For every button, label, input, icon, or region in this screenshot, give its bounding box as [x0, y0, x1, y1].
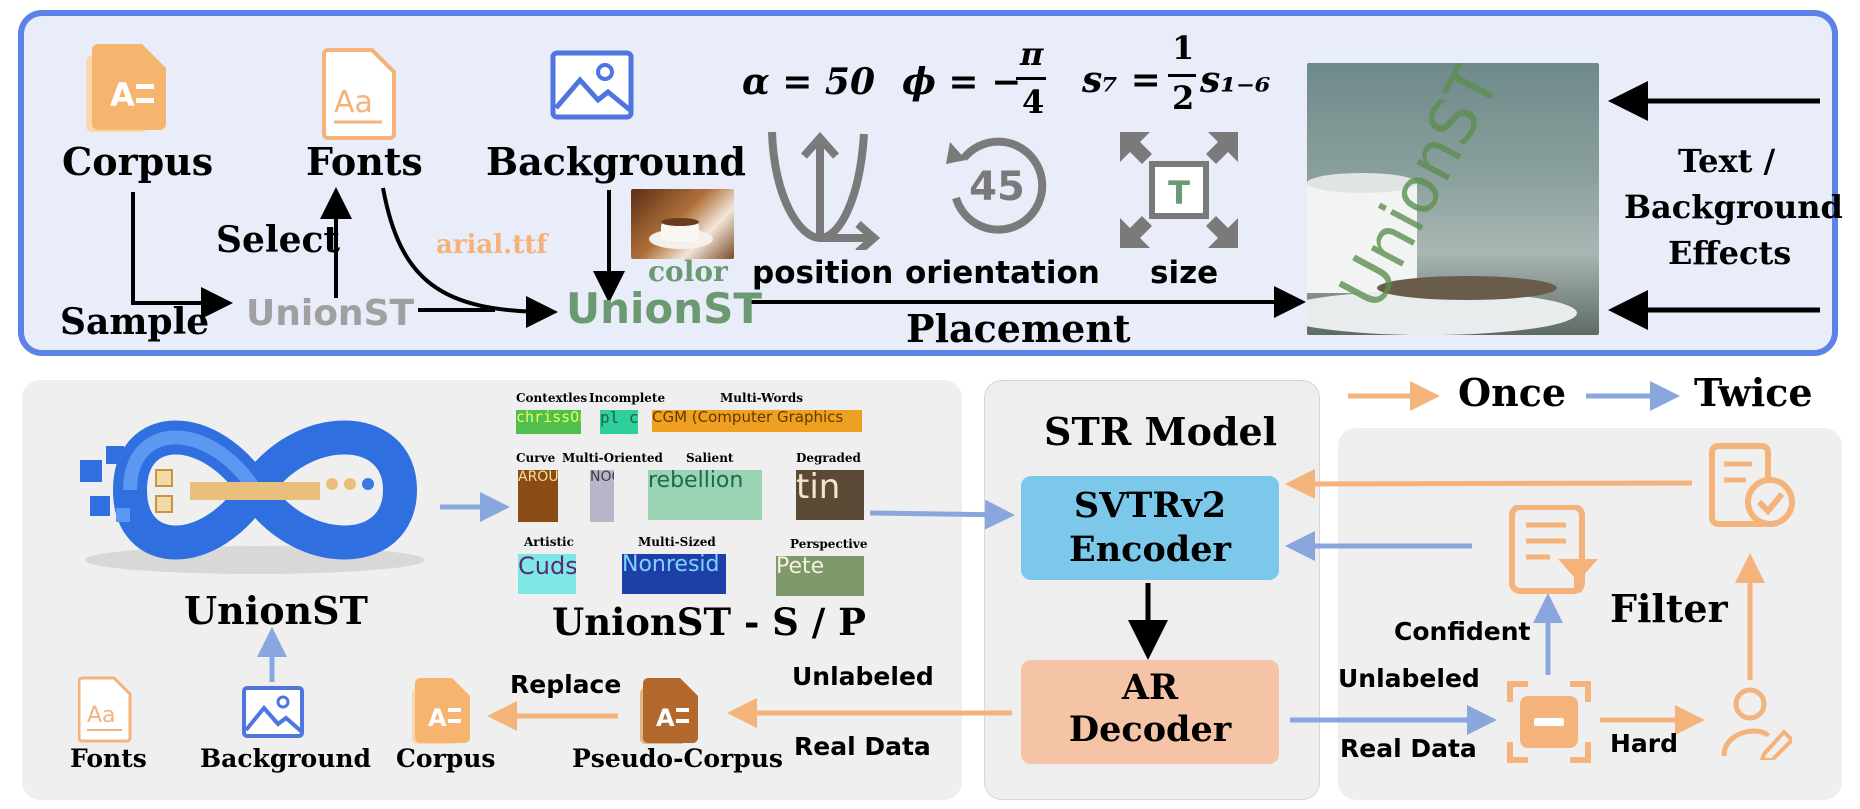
legend-twice-label: Twice: [1694, 370, 1813, 415]
sample-label-artistic: Artistic: [524, 535, 574, 549]
fonts-small-icon: Aa: [78, 676, 132, 743]
s7-equation: s₇ =: [1082, 59, 1161, 101]
sample-label-multi-sized: Multi-Sized: [638, 535, 716, 549]
checked-document-icon: [1709, 443, 1795, 527]
fonts-curve-arrow: [381, 187, 558, 328]
half-numerator: 1: [1172, 29, 1195, 67]
synthesized-result-photo: UnionST: [1307, 63, 1599, 335]
background-image-icon: [550, 50, 634, 120]
sample-image-salient: rebellion: [648, 470, 762, 520]
svtrv2-encoder-box: SVTRv2 Encoder: [1021, 476, 1279, 580]
svg-text:A: A: [428, 704, 447, 732]
size-resize-icon: T: [1120, 132, 1238, 248]
real-data-right-label: Real Data: [1340, 734, 1477, 763]
sample-label-degraded: Degraded: [796, 451, 861, 465]
unionst-sp-label: UnionST - S / P: [552, 600, 866, 644]
svg-text:A: A: [656, 704, 675, 732]
effects-line-1: Text /: [1678, 142, 1776, 180]
position-icon: [768, 131, 880, 250]
decoder-line-1: AR: [1121, 667, 1179, 708]
corpus-small-label: Corpus: [396, 744, 496, 773]
effects-line-2: Background: [1624, 188, 1843, 226]
sample-label-contextless: Contextles: [516, 391, 588, 405]
annotator-user-icon: [1721, 687, 1792, 760]
unionst-label: UnionST: [184, 588, 368, 633]
unionst-gray-label: UnionST: [246, 293, 415, 334]
orientation-number: 45: [969, 164, 1025, 210]
sample-image-perspective: Pete: [776, 556, 864, 596]
sample-image-artistic: Cuds: [518, 554, 576, 594]
coffee-photo: [631, 189, 734, 259]
sample-label-incomplete: Incomplete: [589, 391, 666, 405]
unionst-infinity-logo: [80, 420, 425, 574]
unlabeled-left-label: Unlabeled: [792, 662, 934, 691]
background-label: Background: [486, 139, 746, 184]
background-small-label: Background: [200, 744, 372, 773]
ar-decoder-box: AR Decoder: [1021, 660, 1279, 764]
sample-image-incomplete: pl c: [600, 410, 638, 434]
sample-image-degraded: tin: [796, 470, 864, 520]
corpus-to-unionst-arrow: [131, 192, 233, 319]
svg-text:A: A: [110, 76, 135, 114]
scan-card-icon: [1507, 681, 1591, 763]
sample-image-curve: AROU: [518, 470, 558, 522]
size-letter: T: [1168, 174, 1190, 212]
phi-fraction-bar: [1016, 77, 1046, 80]
sample-label-curve: Curve: [516, 451, 556, 465]
color-label: color: [648, 255, 728, 288]
half-denominator: 2: [1172, 79, 1195, 117]
sample-image-multi-words: CGM (Computer Graphics: [652, 410, 862, 432]
corpus-small-icon: A: [412, 678, 470, 744]
pi-numerator: π: [1020, 35, 1044, 73]
orientation-label: orientation: [905, 255, 1100, 291]
fonts-doc-icon: Aa: [322, 48, 396, 140]
orientation-rotate-icon: 45: [946, 137, 1047, 234]
filter-document-icon: [1509, 505, 1598, 594]
confident-label: Confident: [1394, 617, 1531, 646]
unlabeled-right-label: Unlabeled: [1338, 664, 1480, 693]
half-fraction-bar: [1168, 74, 1196, 77]
replace-label: Replace: [510, 670, 622, 699]
str-model-title: STR Model: [1044, 409, 1278, 454]
s16-term: s₁₋₆: [1200, 59, 1271, 101]
sample-label: Sample: [60, 301, 210, 343]
filter-title: Filter: [1610, 586, 1728, 631]
position-label: position: [752, 255, 894, 291]
sample-label-multi-words: Multi-Words: [720, 391, 803, 405]
fonts-label: Fonts: [306, 139, 423, 184]
sample-label-salient: Salient: [686, 451, 734, 465]
samples-to-encoder-arrow: [869, 499, 1015, 530]
sample-label-multi-oriented: Multi-Oriented: [562, 451, 663, 465]
encoder-line-1: SVTRv2: [1073, 485, 1227, 526]
effects-line-3: Effects: [1668, 234, 1792, 272]
select-label: Select: [216, 219, 341, 261]
svg-text:Aa: Aa: [87, 703, 116, 728]
real-data-left-label: Real Data: [794, 732, 931, 761]
size-label: size: [1150, 255, 1219, 291]
sample-image-contextless: chrissOnet: [516, 410, 581, 434]
sample-label-perspective: Perspective: [790, 537, 868, 551]
background-small-icon: [242, 686, 304, 738]
hard-label: Hard: [1610, 729, 1679, 758]
corpus-label: Corpus: [62, 139, 214, 184]
phi-equation: ϕ = −: [902, 61, 1022, 103]
encoder-line-2: Encoder: [1069, 529, 1231, 570]
sample-image-multi-sized: Nonresid: [622, 554, 726, 594]
phi-denominator: 4: [1022, 83, 1045, 121]
pseudo-corpus-icon: A: [640, 678, 698, 744]
svg-text:Aa: Aa: [334, 85, 373, 120]
decoder-line-2: Decoder: [1068, 709, 1232, 750]
pseudo-corpus-label: Pseudo-Corpus: [572, 744, 783, 773]
legend-once-label: Once: [1458, 370, 1567, 415]
arial-font-label: arial.ttf: [436, 230, 548, 260]
sample-image-multi-oriented: NOO: [590, 470, 614, 522]
placement-label: Placement: [906, 306, 1131, 351]
fonts-small-label: Fonts: [70, 744, 147, 773]
checked-doc-to-encoder-arrow: [1285, 468, 1693, 499]
unionst-green-label: UnionST: [566, 284, 763, 333]
alpha-equation: α = 50: [742, 61, 876, 103]
corpus-doc-icon: A: [86, 44, 166, 132]
